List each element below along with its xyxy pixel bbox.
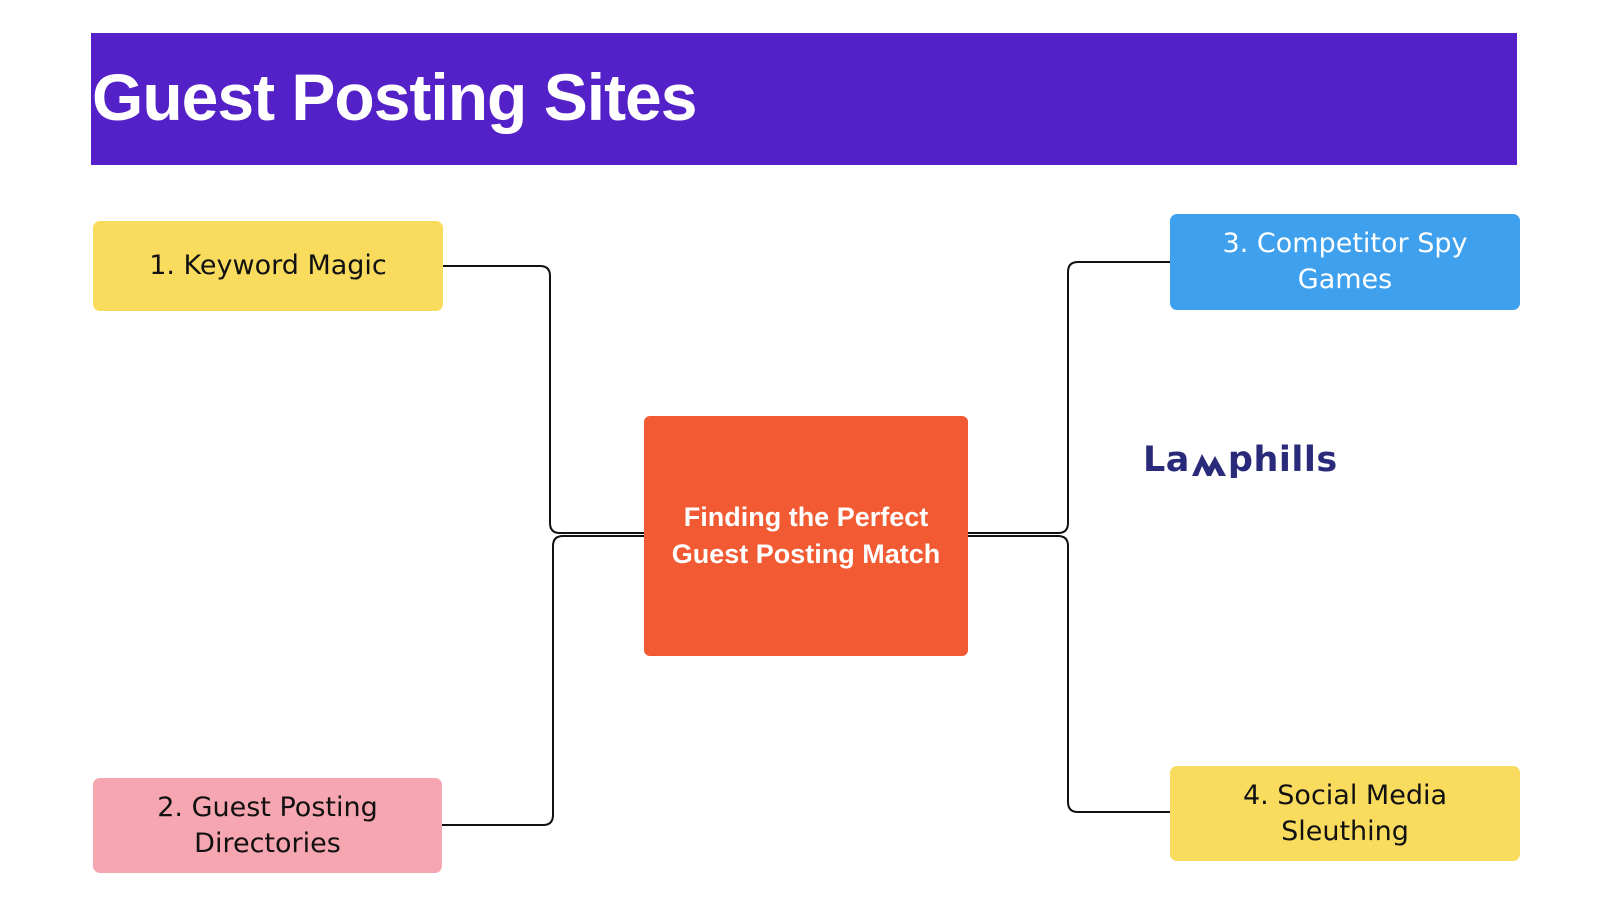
branch-guest-posting-directories-line-2: Directories xyxy=(194,827,341,859)
mountain-icon xyxy=(1191,454,1226,476)
page-title: Guest Posting Sites xyxy=(92,60,697,134)
logo-text-left: La xyxy=(1143,440,1190,480)
connector-competitor-spy-games xyxy=(968,261,1170,534)
branch-keyword-magic-label: 1. Keyword Magic xyxy=(149,250,387,281)
branch-social-media-sleuthing-line-1: 4. Social Media xyxy=(1242,779,1448,811)
branch-competitor-spy-games-line-2: Games xyxy=(1297,264,1393,295)
connector-keyword-magic xyxy=(443,265,644,534)
connector-guest-posting-directories xyxy=(442,535,644,826)
lamphills-logo: La phills xyxy=(1143,440,1338,480)
central-topic-box: Finding the Perfect Guest Posting Match xyxy=(644,416,968,656)
central-topic-line-1: Finding the Perfect xyxy=(683,502,929,532)
branch-competitor-spy-games-label: 3. Competitor Spy Games xyxy=(1223,226,1468,298)
branch-keyword-magic: 1. Keyword Magic xyxy=(93,221,443,311)
branch-social-media-sleuthing-label: 4. Social Media Sleuthing xyxy=(1243,778,1447,850)
branch-guest-posting-directories: 2. Guest Posting Directories xyxy=(93,778,442,873)
connector-social-media-sleuthing xyxy=(968,535,1170,813)
central-topic-label: Finding the Perfect Guest Posting Match xyxy=(672,499,941,573)
title-banner xyxy=(91,33,1517,165)
central-topic-line-2: Guest Posting Match xyxy=(671,539,941,569)
branch-competitor-spy-games: 3. Competitor Spy Games xyxy=(1170,214,1520,310)
branch-competitor-spy-games-line-1: 3. Competitor Spy xyxy=(1222,228,1468,259)
branch-guest-posting-directories-line-1: 2. Guest Posting xyxy=(157,791,378,823)
branch-guest-posting-directories-label: 2. Guest Posting Directories xyxy=(157,790,377,862)
logo-text-right: phills xyxy=(1227,440,1338,480)
branch-social-media-sleuthing-line-2: Sleuthing xyxy=(1281,815,1409,847)
branch-social-media-sleuthing: 4. Social Media Sleuthing xyxy=(1170,766,1520,861)
